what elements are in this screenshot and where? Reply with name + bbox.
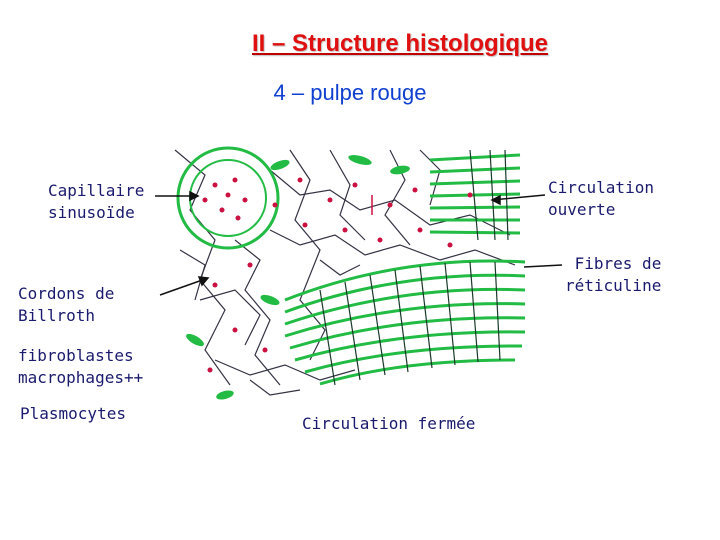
- closed-circulation-fibers: [284, 259, 526, 386]
- label-circ-ouverte-line2: ouverte: [548, 200, 616, 219]
- label-fibroblastes-line1: fibroblastes: [18, 346, 134, 365]
- open-circulation-fibers: [429, 149, 521, 241]
- label-fibres-line2: réticuline: [565, 276, 662, 295]
- label-cordons-line1: Cordons de: [18, 284, 115, 303]
- label-circulation-ouverte: Circulation ouverte: [548, 177, 654, 221]
- label-circ-ouverte-line1: Circulation: [548, 178, 654, 197]
- red-blood-cells: [207, 177, 473, 373]
- label-capillaire: Capillaire sinusoïde: [48, 180, 144, 224]
- label-circulation-fermee: Circulation fermée: [302, 414, 476, 433]
- label-cordons: Cordons de Billroth: [18, 283, 114, 327]
- page-subtitle: 4 – pulpe rouge: [273, 80, 427, 105]
- label-fibres-line1: Fibres de: [574, 254, 662, 273]
- label-cordons-line2: Billroth: [18, 306, 96, 325]
- label-capillaire-line1: Capillaire: [48, 181, 145, 200]
- label-plasmocytes: Plasmocytes: [20, 404, 126, 423]
- label-fibroblastes-line2: macrophages++: [18, 368, 144, 387]
- label-fibres-reticuline: Fibres de réticuline: [565, 253, 661, 297]
- page-title: II – Structure histologique: [251, 30, 549, 57]
- reticular-mesh: [174, 149, 516, 396]
- pointer-arrows: [155, 190, 563, 296]
- label-fibroblastes: fibroblastes macrophages++: [18, 345, 143, 389]
- label-capillaire-line2: sinusoïde: [48, 203, 135, 222]
- endothelial-cells: [186, 155, 410, 400]
